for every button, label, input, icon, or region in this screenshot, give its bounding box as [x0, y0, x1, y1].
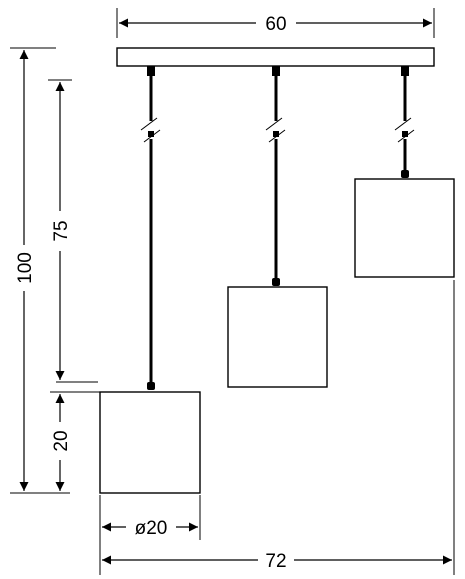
total-width-label: 72 [265, 551, 286, 572]
pendant-middle-cable-stub [273, 131, 279, 137]
pendant-right-cable-break-mark-1 [394, 117, 412, 131]
pendant-right-shade [354, 178, 455, 278]
pendant-left [99, 66, 201, 494]
shade-diameter-dimension: ø20 [99, 495, 201, 540]
pendant-right-socket [401, 170, 409, 178]
pendant-left-cable-stub [148, 131, 154, 137]
shade-height-label: 20 [51, 430, 72, 451]
cable-length-dimension: 75 [48, 79, 98, 383]
total-height-label: 100 [15, 252, 36, 284]
shade-diameter-label: ø20 [135, 518, 168, 539]
cable-length-label: 75 [51, 220, 72, 241]
pendant-middle-cable-holder [272, 66, 280, 76]
pendant-middle-cable-break-mark-1 [265, 117, 283, 131]
cable-length-label-bg [49, 211, 71, 251]
total-height-label-bg [13, 245, 35, 291]
pendant-middle [227, 66, 328, 388]
pendant-right-cable-stub [402, 131, 408, 137]
canopy-width-dimension: 60 [116, 8, 435, 38]
pendant-middle-socket [272, 278, 280, 286]
shade-height-dimension: 20 [49, 391, 100, 491]
canopy-width-label: 60 [265, 14, 286, 35]
ceiling-canopy [116, 47, 435, 67]
pendant-left-socket [147, 382, 155, 390]
pendant-middle-shade [227, 286, 328, 388]
canopy-width-label-bg [256, 10, 296, 34]
total-width-label-bg [258, 548, 294, 572]
pendant-left-shade [99, 391, 201, 494]
pendant-left-cable-holder [147, 66, 155, 76]
shade-height-label-bg [49, 422, 71, 460]
pendant-right-cable-holder [401, 66, 409, 76]
pendant-right [354, 66, 455, 278]
shade-diameter-label-bg [126, 515, 176, 539]
pendant-left-cable-break-mark-1 [140, 117, 158, 131]
total-height-dimension: 100 [10, 47, 70, 494]
total-width-dimension: 72 [99, 280, 455, 575]
